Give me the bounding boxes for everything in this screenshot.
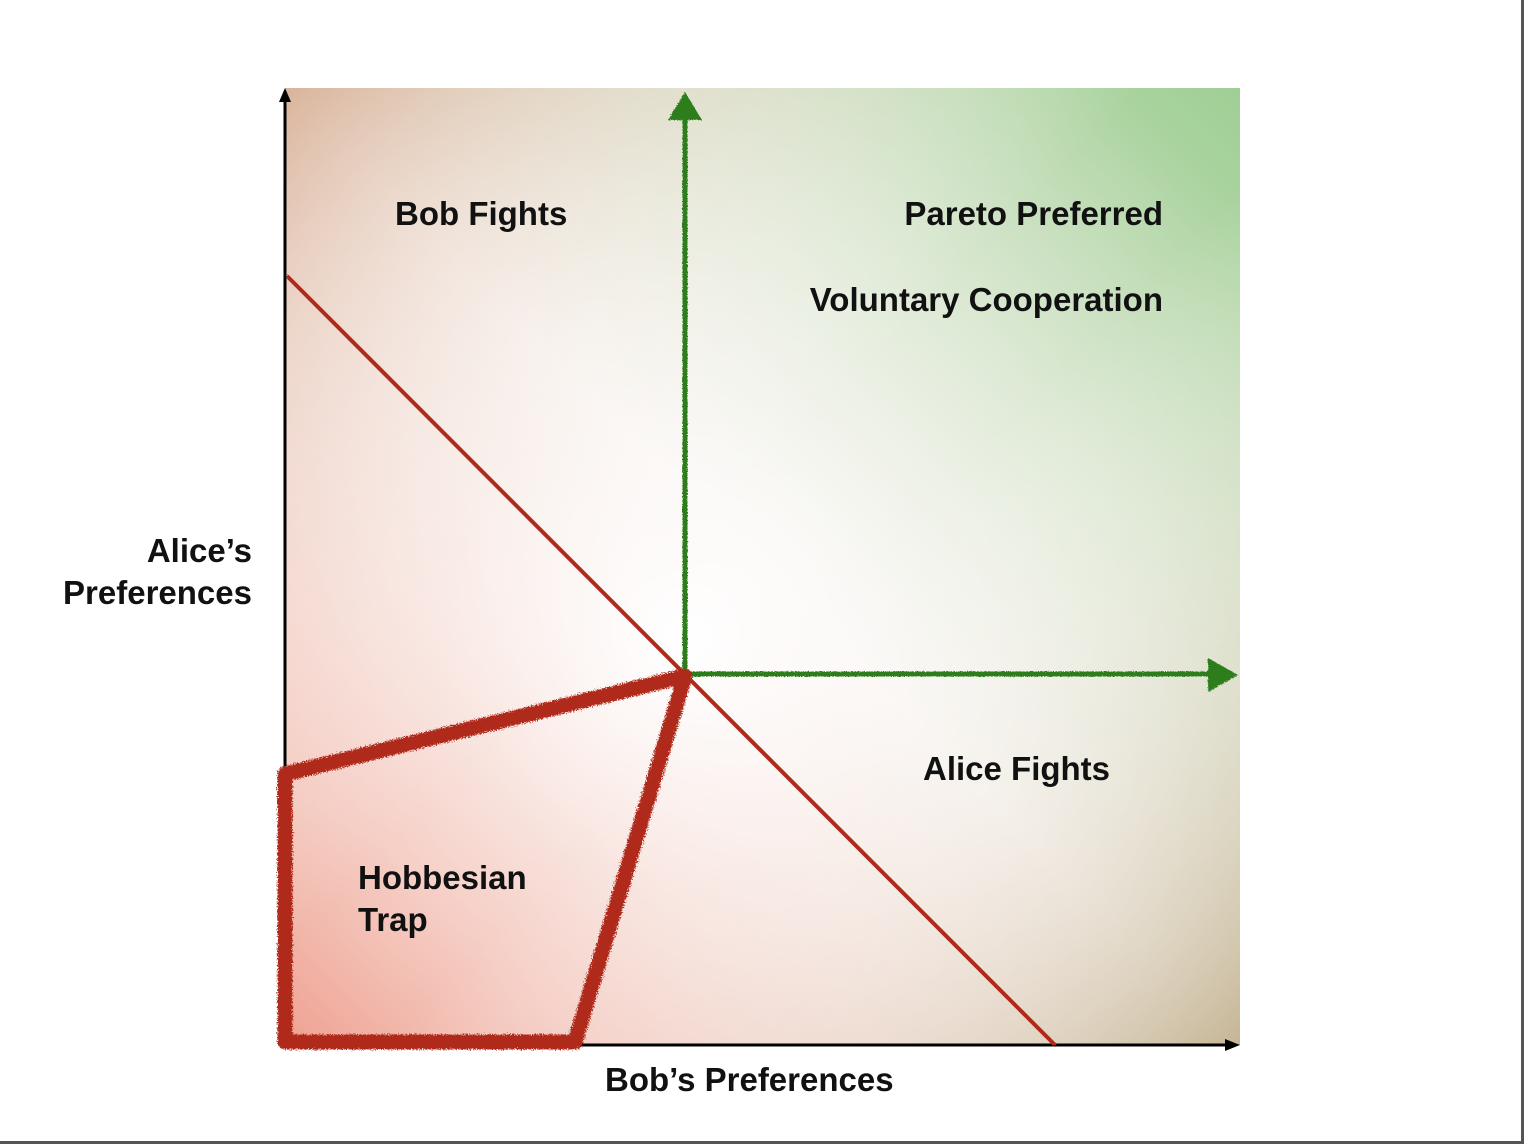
y-axis-arrowhead — [279, 88, 291, 102]
alices-preferences-label-line2: Preferences — [63, 574, 252, 611]
frame-right-edge — [1521, 0, 1524, 1144]
pareto-arrows — [668, 92, 1238, 692]
background-regions — [285, 88, 1240, 1045]
pareto-vertical-arrowhead — [668, 92, 702, 120]
hobbesian-trap-label-line1: Hobbesian — [358, 859, 527, 896]
hobbesian-trap-label-line2: Trap — [358, 901, 428, 938]
pareto-preferred-label: Pareto Preferred — [904, 195, 1163, 232]
alice-fights-label: Alice Fights — [923, 750, 1111, 787]
bob-fights-label: Bob Fights — [395, 195, 568, 232]
x-axis-arrowhead — [1225, 1039, 1240, 1051]
background-center-glow — [285, 88, 1240, 1045]
bobs-preferences-label: Bob’s Preferences — [605, 1061, 894, 1098]
alices-preferences-label-line1: Alice’s — [146, 532, 252, 569]
divider-line — [285, 274, 1057, 1047]
hobbesian-trap-outline — [277, 668, 693, 1050]
frame-bottom-edge — [0, 1141, 1524, 1144]
pareto-horizontal-arrowhead — [1208, 658, 1238, 692]
voluntary-cooperation-label: Voluntary Cooperation — [809, 281, 1163, 318]
